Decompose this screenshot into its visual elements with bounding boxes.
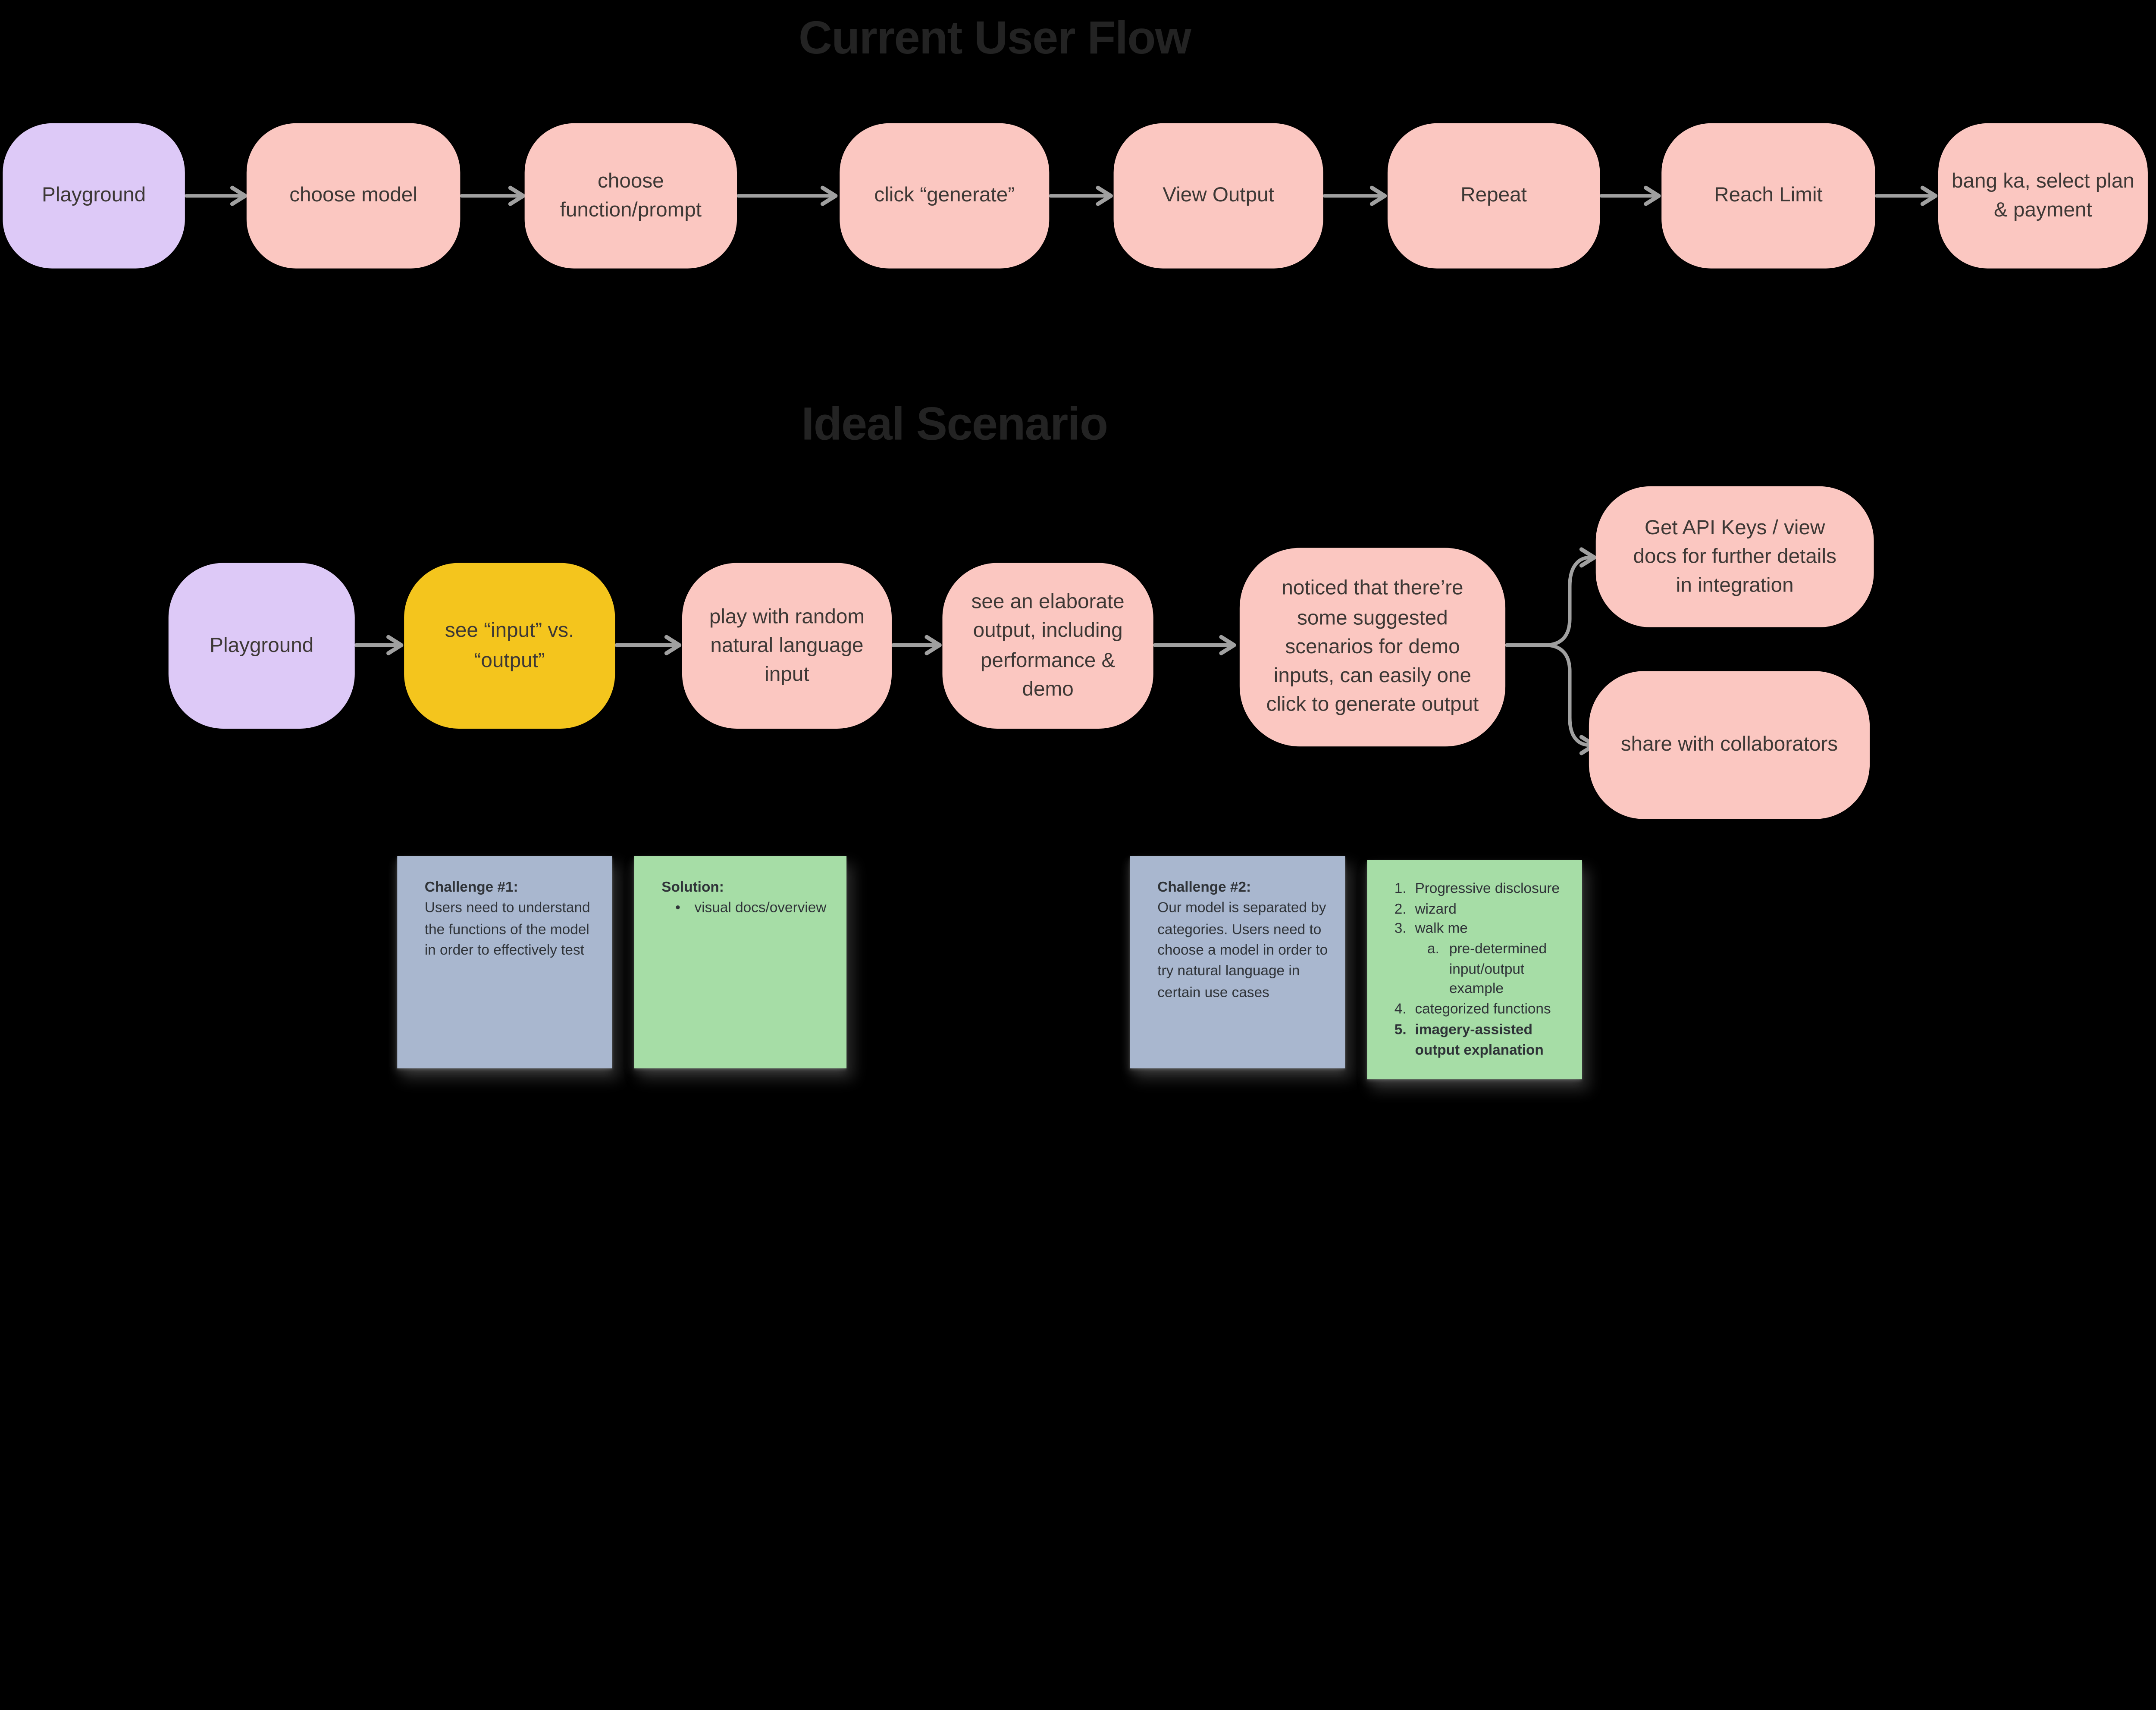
node-click-generate[interactable]: click “generate” (840, 123, 1050, 269)
node-label: choose function/prompt (560, 169, 702, 222)
list-item: 4. categorized functions (1395, 1000, 1566, 1020)
ideal-scenario-title: Ideal Scenario (801, 398, 1108, 451)
sticky-challenge-2[interactable]: Challenge #2: Our model is separated by … (1130, 856, 1345, 1068)
list-item: 3. walk me (1395, 920, 1566, 940)
node-play-with-random-input[interactable]: play with random natural language input (682, 563, 892, 729)
sticky-body: Users need to understand the functions o… (424, 900, 590, 959)
node-label: View Output (1163, 184, 1274, 207)
node-bang-ka-select-plan[interactable]: bang ka, select plan & payment (1938, 123, 2148, 269)
sticky-ideas-list[interactable]: 1. Progressive disclosure 2. wizard 3. w… (1367, 860, 1582, 1080)
sticky-body: Our model is separated by categories. Us… (1157, 900, 1328, 1001)
node-label: Playground (42, 184, 146, 207)
node-label: play with random natural language input (709, 604, 865, 686)
current-user-flow-title: Current User Flow (798, 12, 1191, 65)
list-marker: a. (1427, 941, 1439, 958)
list-item: 5. imagery-assisted output explanation (1395, 1020, 1566, 1060)
list-marker: 3. (1394, 921, 1407, 937)
sticky-title: Challenge #2: (1157, 879, 1251, 896)
node-reach-limit[interactable]: Reach Limit (1661, 123, 1875, 269)
node-label: Repeat (1460, 184, 1527, 207)
list-marker: 1. (1394, 880, 1407, 897)
node-label: Get API Keys / view docs for further det… (1633, 516, 1836, 598)
sticky-challenge-1[interactable]: Challenge #1: Users need to understand t… (397, 856, 612, 1068)
bullet-marker: • (675, 900, 680, 917)
node-playground-1[interactable]: Playground (3, 123, 185, 269)
bullet-text: visual docs/overview (694, 900, 827, 917)
node-noticed-suggested-scenarios[interactable]: noticed that there’re some suggested sce… (1239, 548, 1506, 747)
node-label: Reach Limit (1714, 184, 1823, 207)
node-see-elaborate-output[interactable]: see an elaborate output, including perfo… (942, 563, 1153, 729)
list-item-sub: a. pre-determined input/output example (1427, 940, 1566, 1000)
fork-branch-up (1543, 547, 1597, 647)
list-text: imagery-assisted output explanation (1415, 1021, 1544, 1058)
whiteboard-canvas: Current User Flow Ideal Scenario Playgro… (3, 12, 2148, 1080)
node-choose-function-prompt[interactable]: choose function/prompt (524, 123, 737, 269)
node-choose-model[interactable]: choose model (246, 123, 461, 269)
node-label: see “input” vs. “output” (445, 619, 574, 672)
node-label: Playground (210, 634, 314, 658)
list-marker: 4. (1394, 1001, 1407, 1018)
list-item: 1. Progressive disclosure (1395, 879, 1566, 899)
node-label: choose model (289, 184, 417, 207)
list-text: walk me (1415, 921, 1468, 937)
node-view-output[interactable]: View Output (1113, 123, 1323, 269)
node-repeat[interactable]: Repeat (1387, 123, 1600, 269)
node-playground-2[interactable]: Playground (168, 563, 355, 729)
fork-branch-down (1543, 643, 1597, 755)
node-label: click “generate” (874, 184, 1015, 207)
sticky-title: Challenge #1: (424, 879, 518, 896)
node-label: see an elaborate output, including perfo… (971, 590, 1125, 701)
list-text: Progressive disclosure (1415, 880, 1560, 897)
sticky-title: Solution: (661, 879, 724, 896)
node-label: bang ka, select plan & payment (1951, 169, 2134, 222)
sticky-solution[interactable]: Solution: • visual docs/overview (634, 856, 847, 1068)
list-item: 2. wizard (1395, 899, 1566, 920)
list-text: categorized functions (1415, 1001, 1551, 1018)
list-marker: 2. (1394, 901, 1407, 918)
list-text: pre-determined input/output example (1449, 941, 1547, 998)
node-see-input-vs-output[interactable]: see “input” vs. “output” (404, 563, 615, 729)
node-share-with-collaborators[interactable]: share with collaborators (1589, 671, 1870, 819)
node-label: noticed that there’re some suggested sce… (1266, 577, 1479, 717)
list-text: wizard (1415, 901, 1457, 918)
sticky-bullet-item: • visual docs/overview (675, 899, 830, 920)
node-get-api-keys[interactable]: Get API Keys / view docs for further det… (1595, 486, 1874, 627)
list-marker: 5. (1394, 1021, 1407, 1038)
node-label: share with collaborators (1620, 733, 1838, 757)
